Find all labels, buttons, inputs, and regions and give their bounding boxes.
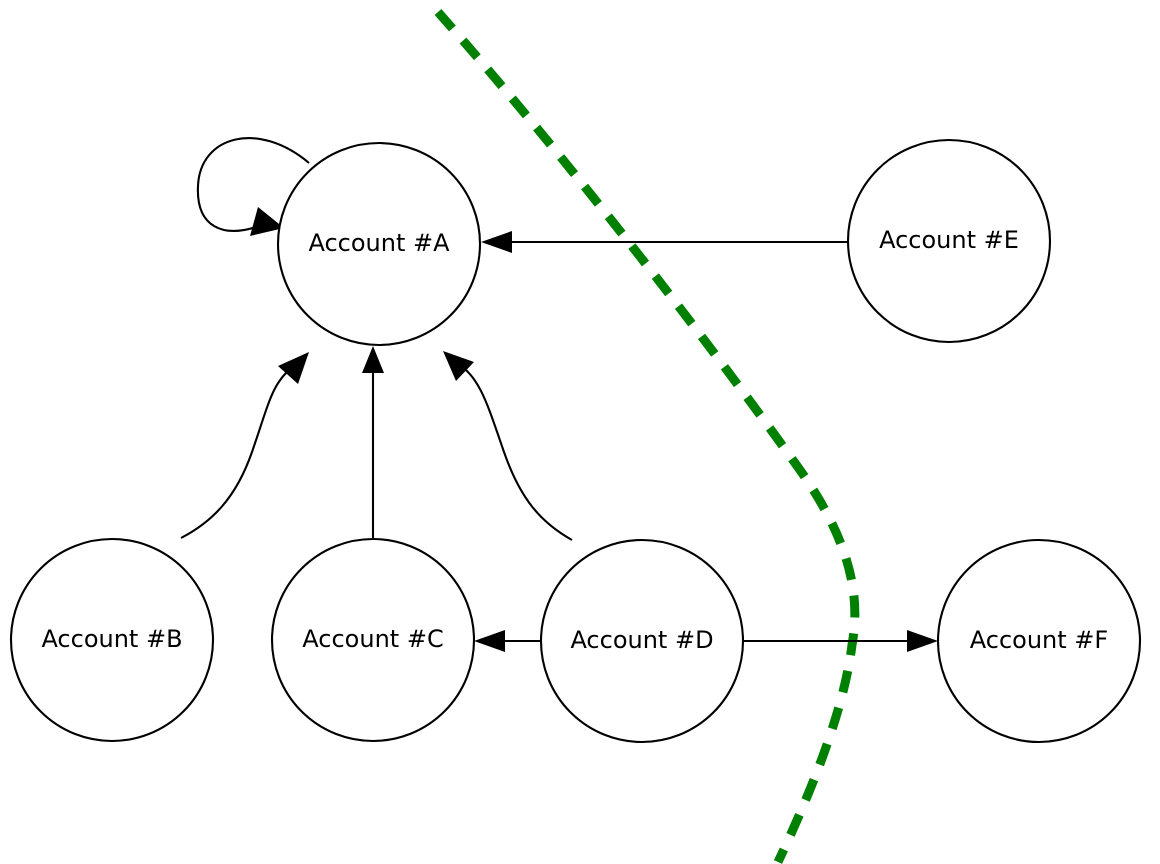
edge-account-d-to-account-f xyxy=(743,630,938,652)
edge-d-a-arrowhead xyxy=(443,351,474,381)
node-account-c[interactable]: Account #C xyxy=(270,537,476,743)
self-loop-arrowhead xyxy=(250,207,284,236)
node-account-f[interactable]: Account #F xyxy=(936,538,1142,744)
node-account-a[interactable]: Account #A xyxy=(276,141,482,347)
edge-e-a-arrowhead xyxy=(481,231,512,253)
edge-c-a-arrowhead xyxy=(362,346,384,373)
node-circle-c[interactable] xyxy=(270,537,476,743)
edge-account-c-to-account-a xyxy=(362,346,384,538)
node-circle-a[interactable] xyxy=(276,141,482,347)
edge-d-f-arrowhead xyxy=(907,630,938,652)
edge-account-a-to-account-a-self-loop xyxy=(196,137,310,236)
edge-b-a-path xyxy=(180,363,297,539)
edge-account-e-to-account-a xyxy=(481,231,848,253)
edge-b-a-arrowhead xyxy=(278,352,309,384)
node-circle-e[interactable] xyxy=(846,138,1052,344)
edge-d-c-arrowhead xyxy=(474,630,505,652)
node-circle-f[interactable] xyxy=(936,538,1142,744)
edge-account-d-to-account-c xyxy=(474,630,541,652)
edge-account-d-to-account-a xyxy=(443,351,573,541)
edge-account-b-to-account-a xyxy=(180,352,309,539)
node-account-d[interactable]: Account #D xyxy=(539,538,745,744)
node-circle-b[interactable] xyxy=(9,537,215,743)
self-loop-path xyxy=(196,137,310,232)
node-account-b[interactable]: Account #B xyxy=(9,537,215,743)
node-circle-d[interactable] xyxy=(539,538,745,744)
node-account-e[interactable]: Account #E xyxy=(846,138,1052,344)
edge-d-a-path xyxy=(455,361,573,541)
